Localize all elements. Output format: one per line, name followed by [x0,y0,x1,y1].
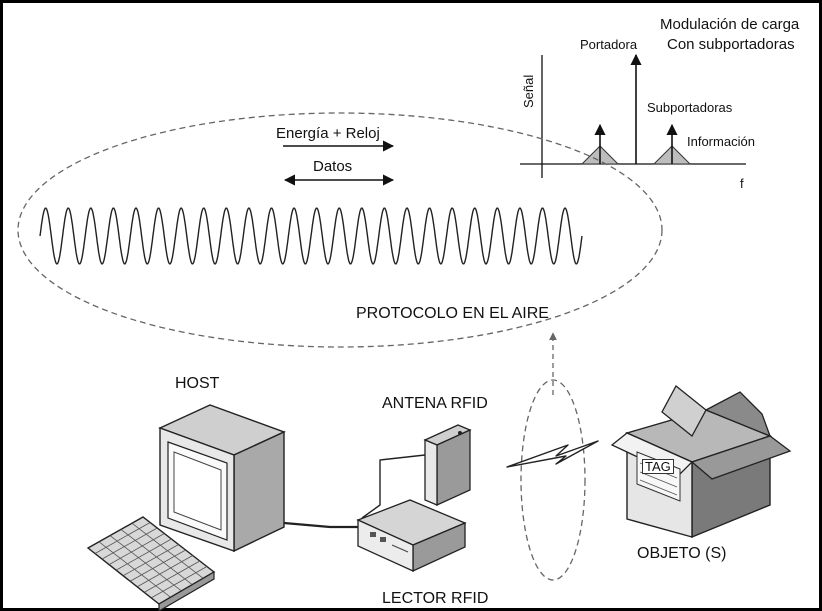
rfid-antenna-icon [423,424,472,507]
spectrum-title-line2: Con subportadoras [667,36,795,53]
coupling-field-ellipse [520,379,586,581]
object-box-icon [610,385,792,539]
tag-label: TAG [642,459,674,474]
spectrum-title-line1: Modulación de carga [660,16,800,33]
spectrum-chart [520,53,746,178]
host-reader-cable [283,521,362,529]
protocol-ellipse [17,112,663,348]
object-label: OBJETO (S) [637,545,727,562]
antenna-reader-cable [361,454,426,519]
carrier-label: Portadora [580,37,638,52]
reader-label: LECTOR RFID [382,590,489,607]
antenna-label: ANTENA RFID [382,395,488,412]
information-label: Información [687,134,755,149]
data-label: Datos [313,158,353,175]
protocol-label: PROTOCOLO EN EL AIRE [356,305,549,322]
rf-waveform [39,207,583,265]
signal-axis-label: Señal [521,74,536,108]
host-label: HOST [175,375,220,392]
frequency-axis-label: f [740,176,744,191]
subcarriers-label: Subportadoras [647,100,733,115]
keyboard-icon [86,516,216,611]
rfid-reader-icon [356,499,467,573]
energy-clock-label: Energía + Reloj [276,125,380,142]
host-computer-icon [158,404,286,553]
wireless-link-icon [506,440,599,468]
